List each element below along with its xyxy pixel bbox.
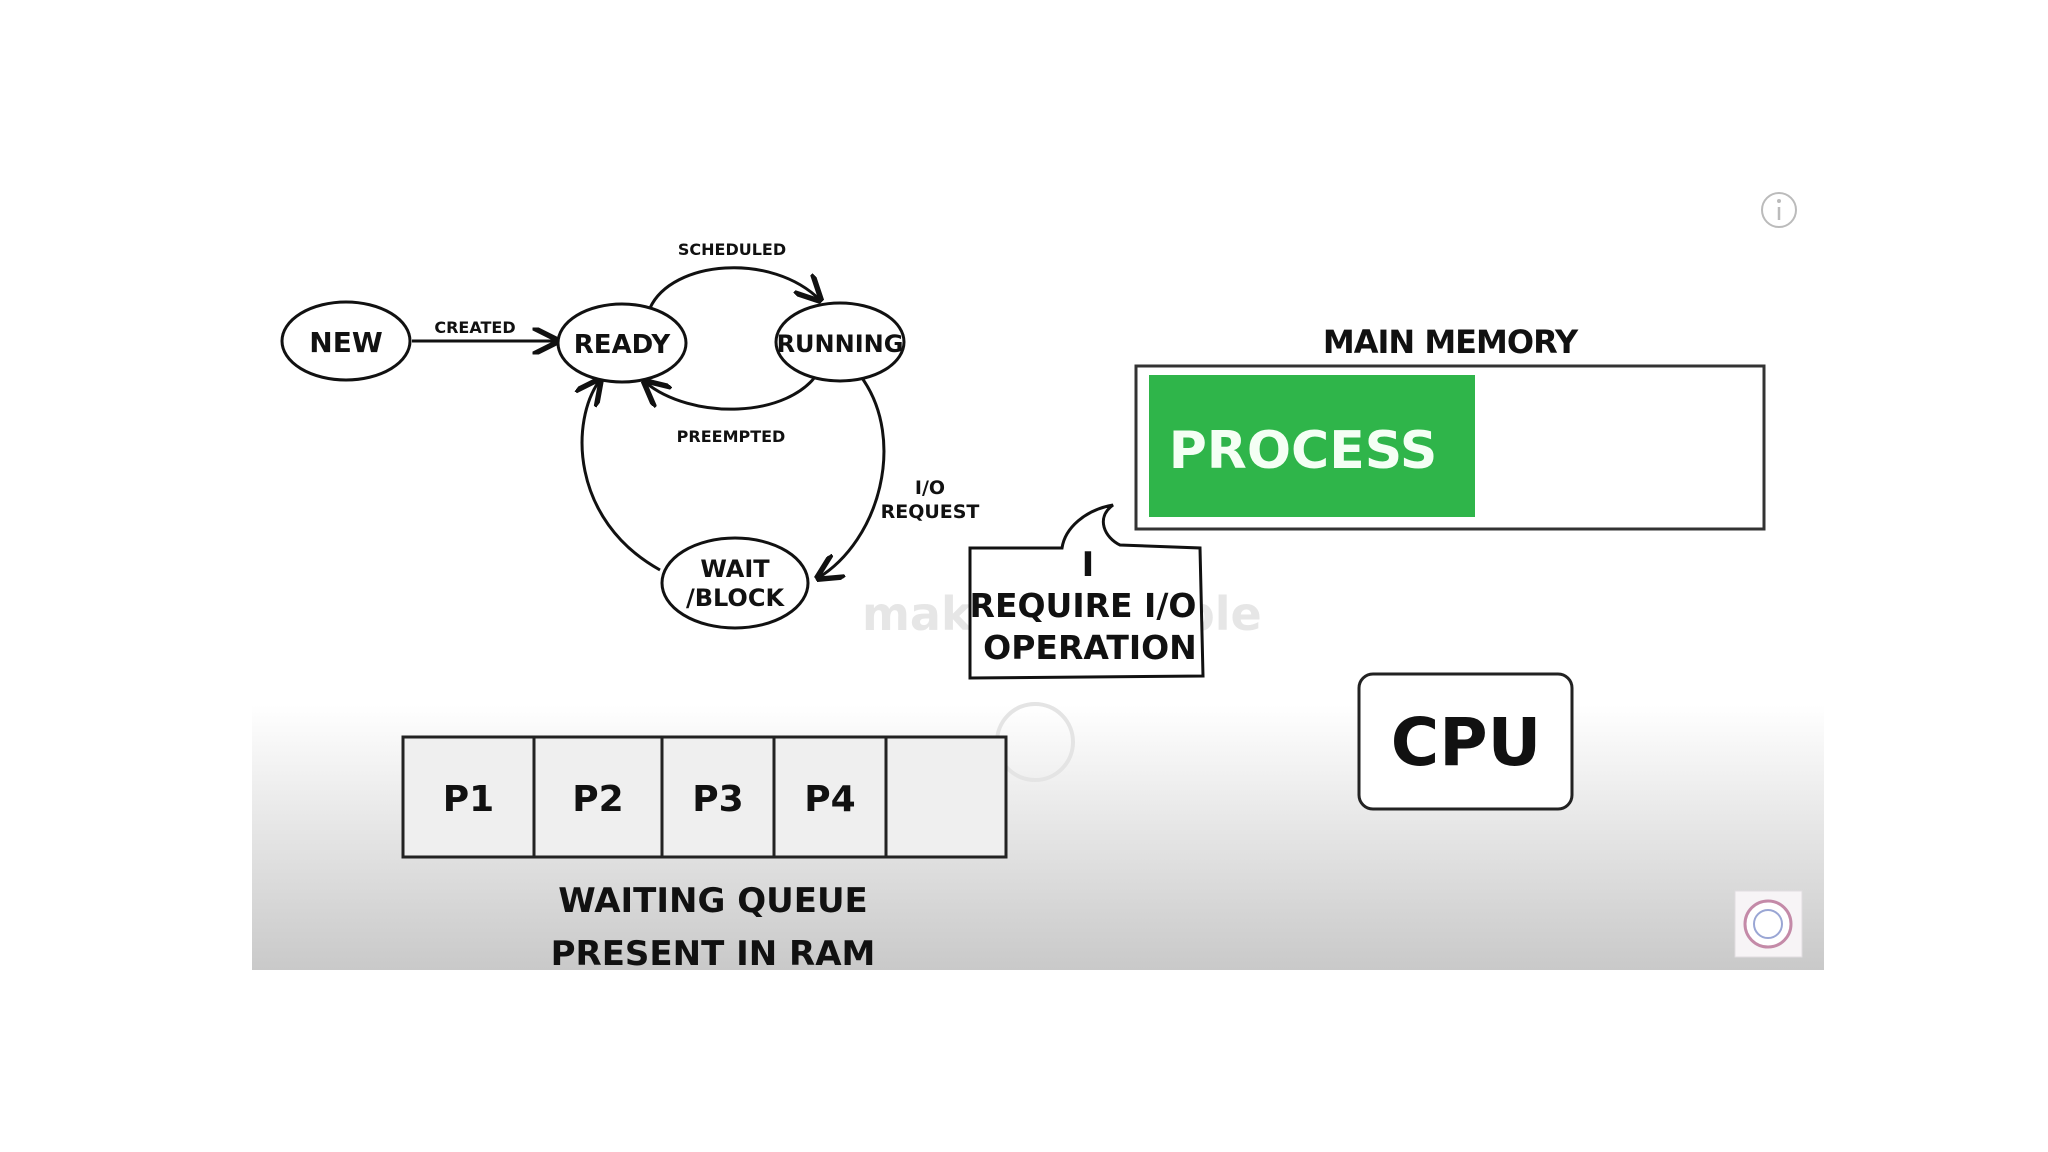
queue-caption-1: WAITING QUEUE bbox=[558, 881, 868, 921]
main-memory: MAIN MEMORY PROCESS bbox=[1134, 323, 1766, 531]
info-icon[interactable] bbox=[1761, 192, 1797, 228]
process-block bbox=[1149, 375, 1475, 517]
speech-bubble: I REQUIRE I/O OPERATION bbox=[968, 503, 1205, 680]
arrow-scheduled bbox=[648, 266, 820, 309]
label-preempted: PREEMPTED bbox=[677, 427, 786, 446]
arrow-preempted bbox=[645, 369, 822, 411]
state-diagram: NEW READY RUNNING WAIT /BLOCK CREATED SC… bbox=[280, 240, 980, 630]
state-new: NEW bbox=[280, 300, 412, 382]
queue-slot: P3 bbox=[660, 735, 776, 859]
queue-caption-2: PRESENT IN RAM bbox=[551, 934, 876, 974]
waiting-queue: P1 P2 P3 P4 bbox=[401, 735, 1008, 859]
label-io-1: I/O bbox=[915, 477, 945, 499]
queue-slot: P4 bbox=[772, 735, 888, 859]
arrow-io-complete bbox=[582, 380, 661, 572]
bubble-line-2: REQUIRE I/O bbox=[970, 586, 1197, 625]
arrow-io-request bbox=[818, 377, 886, 578]
channel-logo[interactable] bbox=[1734, 890, 1803, 958]
label-created: CREATED bbox=[434, 318, 515, 337]
queue-slot-label: P3 bbox=[692, 779, 743, 820]
bubble-line-1: I bbox=[1082, 545, 1095, 585]
state-wait-block: WAIT /BLOCK bbox=[660, 536, 810, 630]
state-new-label: NEW bbox=[309, 326, 383, 359]
process-label: PROCESS bbox=[1169, 421, 1438, 481]
state-wait-label-2: /BLOCK bbox=[686, 584, 786, 612]
label-io-2: REQUEST bbox=[881, 501, 980, 523]
queue-slot: P1 bbox=[401, 735, 536, 859]
queue-slot bbox=[884, 735, 1008, 859]
bubble-line-3: OPERATION bbox=[983, 628, 1197, 667]
state-running-label: RUNNING bbox=[777, 330, 904, 358]
queue-slot-label: P2 bbox=[572, 779, 623, 820]
cpu: CPU bbox=[1357, 672, 1574, 811]
queue-slot-label: P4 bbox=[804, 779, 855, 820]
state-ready: READY bbox=[556, 302, 688, 384]
state-ready-label: READY bbox=[574, 330, 672, 360]
state-wait-label-1: WAIT bbox=[700, 555, 770, 583]
queue-slot-label: P1 bbox=[443, 779, 494, 820]
main-memory-title: MAIN MEMORY bbox=[1323, 323, 1579, 361]
cpu-label: CPU bbox=[1391, 704, 1541, 781]
state-running: RUNNING bbox=[774, 301, 906, 383]
label-scheduled: SCHEDULED bbox=[678, 240, 786, 259]
queue-slot: P2 bbox=[532, 735, 664, 859]
